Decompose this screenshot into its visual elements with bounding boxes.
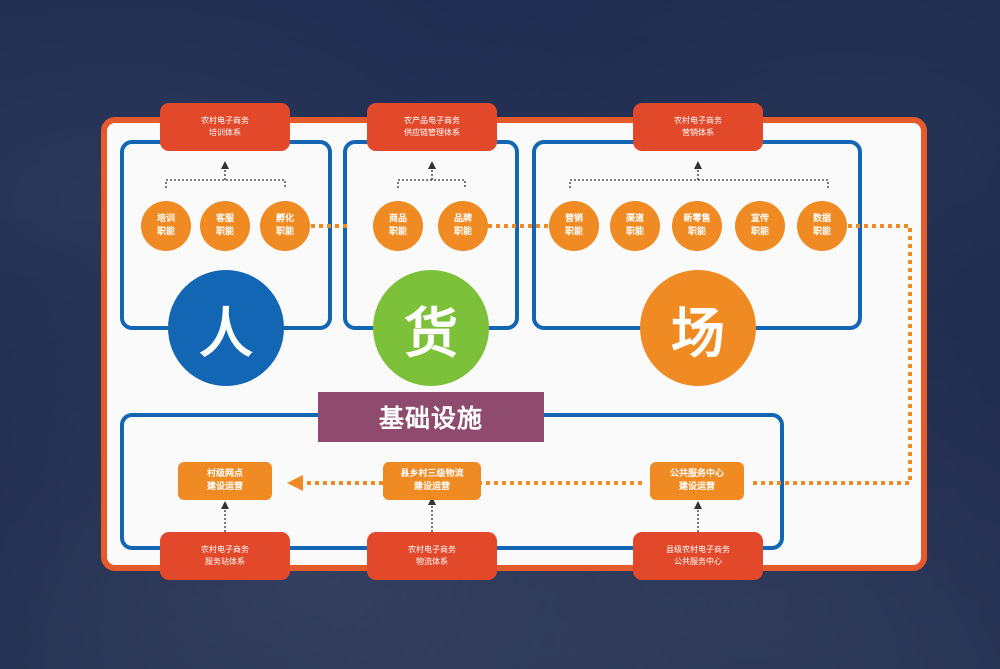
node-data: 数据 职能 [797,201,847,251]
header-county-service-center: 县级农村电子商务 公共服务中心 [633,532,763,580]
box-three-level-logistics: 县乡村三级物流 建设运营 [383,462,481,500]
node-new-retail: 新零售 职能 [672,201,722,251]
node-publicity: 宣传 职能 [735,201,785,251]
node-customer-service: 客服 职能 [200,201,250,251]
box-village-outlet: 村级网点 建设运营 [178,462,272,500]
header-supply-chain-system: 农产品电子商务 供应链管理体系 [367,103,497,151]
node-marketing: 营销 职能 [549,201,599,251]
pillar-people: 人 [168,270,284,386]
header-training-system: 农村电子商务 培训体系 [160,103,290,151]
node-product: 商品 职能 [373,201,423,251]
node-incubation: 孵化 职能 [260,201,310,251]
pillar-venue: 场 [640,270,756,386]
node-brand: 品牌 职能 [438,201,488,251]
node-training: 培训 职能 [141,201,191,251]
infrastructure-title: 基础设施 [318,392,544,442]
header-marketing-system: 农村电子商务 营销体系 [633,103,763,151]
node-channel: 渠道 职能 [610,201,660,251]
pillar-goods: 货 [373,270,489,386]
header-service-station-system: 农村电子商务 服务站体系 [160,532,290,580]
header-logistics-system: 农村电子商务 物流体系 [367,532,497,580]
box-public-service-center: 公共服务中心 建设运营 [650,462,744,500]
